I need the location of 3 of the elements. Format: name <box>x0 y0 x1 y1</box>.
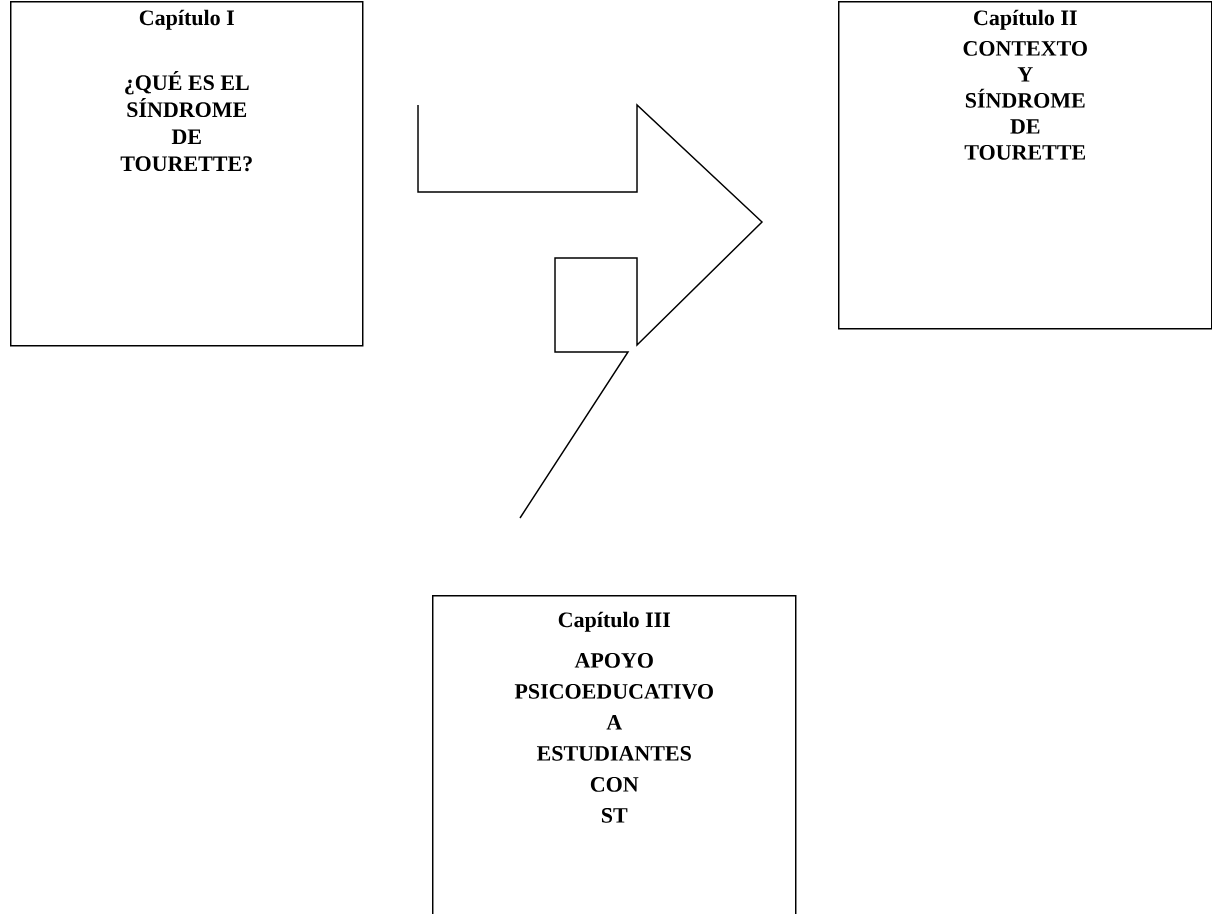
chapter-box: Capítulo III APOYO PSICOEDUCATIVO A ESTUDIANTES CON ST <box>432 595 797 914</box>
chapter-box: Capítulo II CONTEXTO Y SÍNDROME DE TOURETTE <box>838 1 1212 330</box>
chapter-box: Capítulo I ¿QUÉ ES EL SÍNDROME DE TOURETTE? <box>10 1 364 347</box>
